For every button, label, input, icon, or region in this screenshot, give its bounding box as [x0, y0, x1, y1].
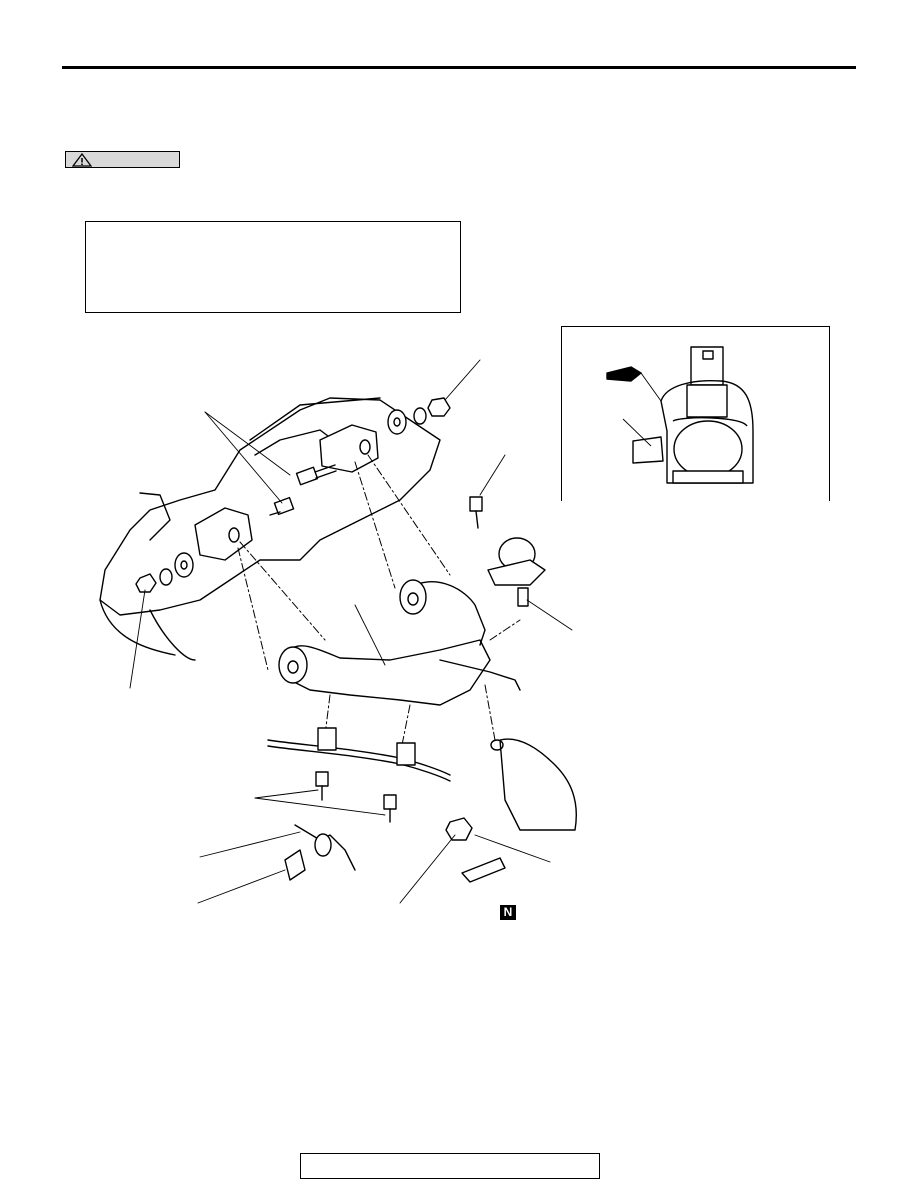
note-box	[85, 221, 461, 313]
footer-page-box	[300, 1153, 600, 1179]
upper-arm	[278, 579, 521, 706]
left-mount-bracket	[194, 507, 253, 561]
warning-triangle-icon	[72, 153, 92, 167]
detail-inset	[561, 326, 830, 501]
cotter-pin	[461, 857, 506, 883]
caution-badge	[65, 151, 180, 168]
washer-nut-left	[135, 552, 194, 593]
hose-fitting	[284, 824, 356, 881]
non-reusable-part-marker: N	[500, 905, 516, 920]
right-mount-bracket	[319, 424, 379, 473]
ball-joint-detail	[606, 346, 754, 484]
washer-nut-right	[387, 397, 451, 435]
header-rule	[62, 66, 856, 69]
frame-crossmember	[99, 397, 441, 661]
brake-hose	[267, 727, 451, 823]
upper-arm-bolt-rear	[269, 496, 295, 516]
ball-joint	[469, 496, 546, 607]
knuckle	[490, 738, 577, 831]
exploded-diagram	[99, 359, 577, 904]
upper-arm-bolt-front	[295, 464, 337, 486]
alignment-lines	[237, 454, 521, 756]
leader-lines	[129, 359, 573, 904]
grease-gun-icon	[606, 366, 642, 382]
castle-nut	[445, 817, 473, 841]
